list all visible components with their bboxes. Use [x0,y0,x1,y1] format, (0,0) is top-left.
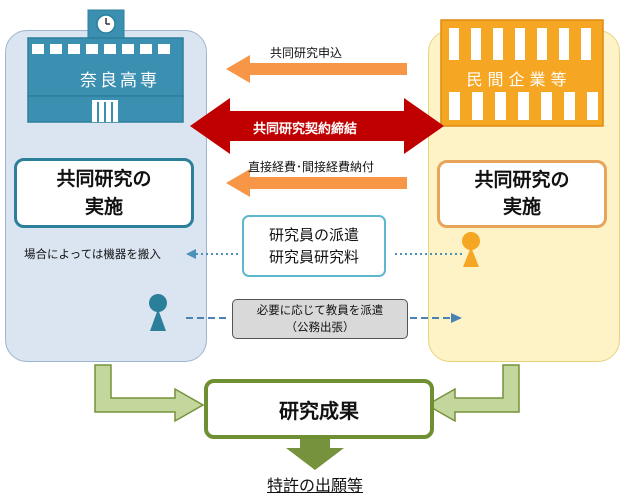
person-left-icon [149,294,167,331]
application-label: 共同研究申込 [270,46,343,60]
kosen-activity-line2: 実施 [84,196,123,218]
company-activity-box: 共同研究の 実施 [437,160,607,228]
faculty-dispatch-box: 必要に応じて教員を派遣 （公務出張） [232,299,408,339]
faculty-dispatch-line2: （公務出張） [285,320,355,334]
company-activity-line1: 共同研究の [474,169,570,191]
outcome-arrow [286,434,344,470]
person-right-icon [462,232,480,267]
faculty-dispatch-line1: 必要に応じて教員を派遣 [256,303,384,317]
expenses-label: 直接経費･間接経費納付 [248,160,375,174]
expenses-arrow [226,169,407,197]
dispatch-line2: 研究員研究料 [268,248,359,266]
research-result-box: 研究成果 [204,379,434,439]
patent-application-label: 特許の出願等 [266,476,363,495]
dispatch-line1: 研究員の派遣 [268,226,359,244]
kosen-activity-box: 共同研究の 実施 [14,158,194,228]
school-building-icon [27,9,184,123]
equipment-note: 場合によっては機器を搬入 [24,247,161,261]
left-result-arrow [94,364,205,423]
contract-double-arrow [190,98,444,154]
right-result-arrow [425,364,520,423]
kosen-activity-line1: 共同研究の [56,168,152,190]
kosen-name: 奈良高専 [80,71,160,91]
researcher-dispatch-box: 研究員の派遣 研究員研究料 [242,215,386,277]
dispatch-arrowhead [186,249,196,259]
contract-label: 共同研究契約締結 [253,122,358,137]
company-building-icon [440,19,604,127]
application-arrow [226,55,407,83]
company-name: 民間企業等 [466,70,572,89]
faculty-dispatch-arrowhead [451,313,462,323]
company-activity-line2: 実施 [502,196,541,218]
